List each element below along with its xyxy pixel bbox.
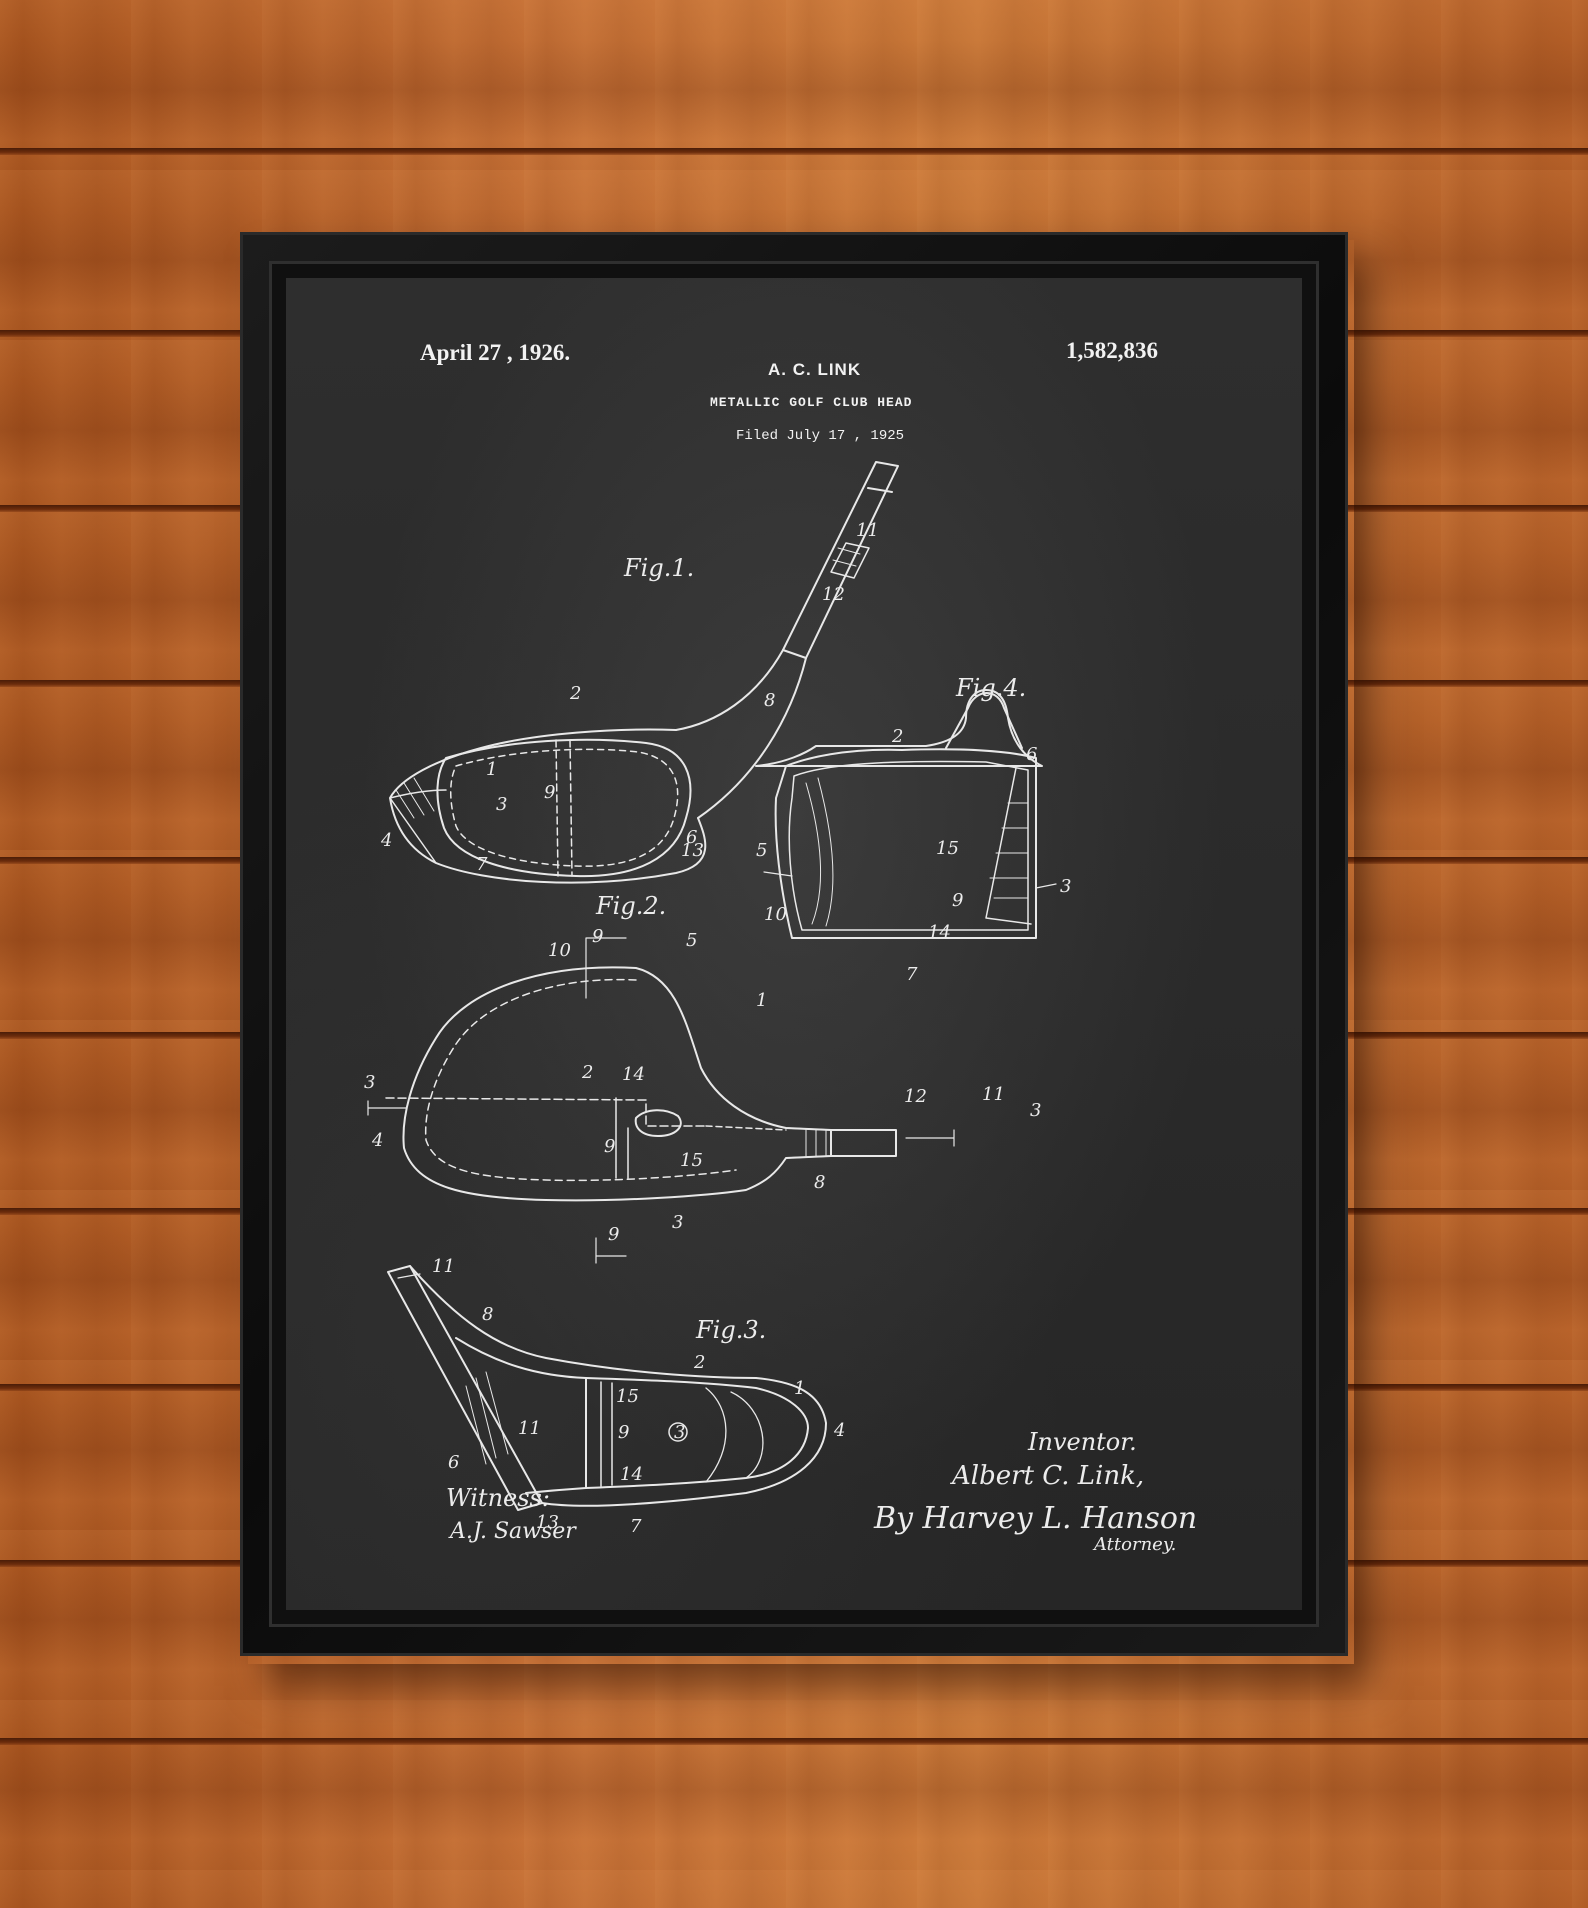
svg-text:13: 13	[536, 1512, 559, 1533]
svg-text:1: 1	[486, 759, 497, 780]
svg-text:7: 7	[630, 1516, 642, 1537]
svg-text:4: 4	[380, 830, 392, 851]
plank-gap	[0, 148, 1588, 155]
patent-number: 1,582,836	[1066, 338, 1158, 363]
svg-text:12: 12	[822, 584, 845, 605]
svg-text:5: 5	[756, 840, 767, 861]
svg-text:13: 13	[681, 840, 704, 861]
fig4-cross-section-drawing: Fig.4. 6 2 5 10 15 3 9 14 7	[755, 674, 1071, 985]
svg-text:3: 3	[672, 1212, 683, 1233]
patent-title: METALLIC GOLF CLUB HEAD	[710, 395, 913, 410]
svg-text:14: 14	[928, 922, 951, 943]
svg-text:10: 10	[548, 940, 571, 961]
svg-text:7: 7	[476, 854, 488, 875]
svg-text:8: 8	[764, 690, 775, 711]
witness-label: Witness:	[446, 1484, 550, 1512]
svg-text:4: 4	[833, 1420, 845, 1441]
witness-signature: A.J. Sawser	[448, 1519, 577, 1544]
svg-text:1: 1	[794, 1378, 805, 1399]
svg-text:8: 8	[814, 1172, 825, 1193]
svg-text:6: 6	[1026, 744, 1037, 765]
svg-text:9: 9	[544, 782, 555, 803]
attorney-signature: By Harvey L. Hanson	[873, 1501, 1197, 1536]
fig2-top-view-drawing: Fig.2. 10 9 5 1 3 2 14 9 15 4	[364, 892, 1041, 1264]
inventor-signature: Albert C. Link,	[950, 1461, 1144, 1491]
svg-text:11: 11	[856, 520, 879, 541]
svg-text:3: 3	[496, 794, 507, 815]
svg-text:9: 9	[618, 1422, 629, 1443]
fig3-bottom-view-drawing: Fig.3. 11 8 2 1 15 9 3 4 11 6 14 1	[387, 1256, 845, 1537]
svg-text:14: 14	[622, 1064, 645, 1085]
svg-text:14: 14	[620, 1464, 643, 1485]
chalkboard-patent-print: April 27 , 1926. 1,582,836 A. C. LINK ME…	[286, 278, 1302, 1610]
svg-text:15: 15	[936, 838, 959, 859]
patent-inventor-header: A. C. LINK	[768, 360, 862, 379]
svg-text:3: 3	[364, 1072, 375, 1093]
svg-text:3: 3	[1060, 876, 1071, 897]
signature-block: Witness: A.J. Sawser Inventor. Albert C.…	[446, 1428, 1197, 1555]
svg-text:2: 2	[693, 1352, 705, 1373]
svg-text:2: 2	[891, 726, 903, 747]
svg-text:3: 3	[674, 1422, 685, 1443]
svg-text:10: 10	[764, 904, 787, 925]
svg-text:7: 7	[906, 964, 918, 985]
svg-text:9: 9	[604, 1136, 615, 1157]
svg-text:5: 5	[686, 930, 697, 951]
svg-text:9: 9	[608, 1224, 619, 1245]
svg-text:15: 15	[616, 1386, 639, 1407]
svg-text:11: 11	[982, 1084, 1005, 1105]
fig2-label: Fig.2.	[595, 892, 666, 920]
patent-drawing: Fig.1. 1 2 3 9 4 7	[364, 461, 1197, 1555]
svg-text:8: 8	[482, 1304, 493, 1325]
svg-text:11: 11	[518, 1418, 541, 1439]
svg-text:15: 15	[680, 1150, 703, 1171]
svg-text:11: 11	[432, 1256, 455, 1277]
svg-text:3: 3	[1030, 1100, 1041, 1121]
svg-text:12: 12	[904, 1086, 927, 1107]
attorney-label: Attorney.	[1092, 1534, 1176, 1555]
fig1-label: Fig.1.	[623, 554, 694, 582]
fig1-golf-club-head-drawing: Fig.1. 1 2 3 9 4 7	[380, 461, 899, 884]
svg-text:4: 4	[371, 1130, 383, 1151]
inventor-label: Inventor.	[1027, 1428, 1137, 1456]
patent-date: April 27 , 1926.	[420, 340, 571, 365]
svg-text:9: 9	[952, 890, 963, 911]
svg-text:2: 2	[569, 683, 581, 704]
fig3-label: Fig.3.	[695, 1316, 766, 1344]
plank-gap	[0, 1738, 1588, 1745]
fig4-label: Fig.4.	[955, 674, 1026, 702]
patent-filed-date: Filed July 17 , 1925	[736, 428, 905, 444]
svg-text:6: 6	[686, 827, 697, 848]
svg-text:2: 2	[581, 1062, 593, 1083]
svg-text:9: 9	[592, 926, 603, 947]
svg-text:1: 1	[756, 990, 767, 1011]
svg-text:6: 6	[448, 1452, 459, 1473]
